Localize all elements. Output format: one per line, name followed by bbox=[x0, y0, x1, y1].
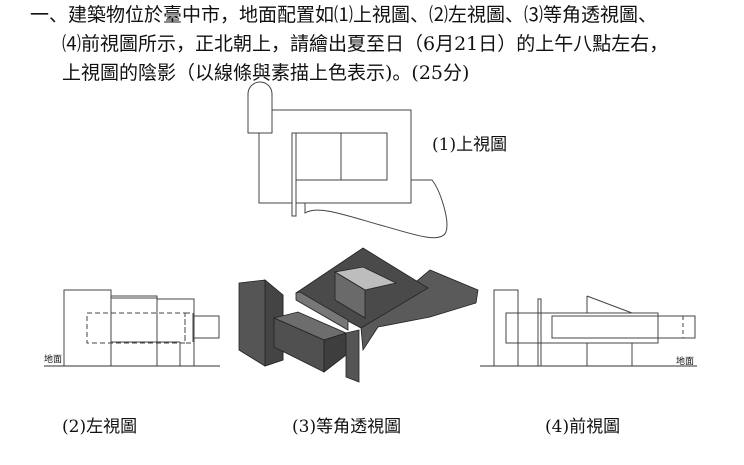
iso-view-drawing bbox=[238, 247, 479, 383]
ground-label-left: 地面 bbox=[44, 355, 63, 365]
iso-view-label: (3)等角透視圖 bbox=[292, 417, 402, 437]
left-view-drawing bbox=[44, 289, 220, 367]
question-line-3: 上視圖的陰影（以線條與素描上色表示)。(25分) bbox=[62, 62, 470, 84]
front-view-label: (4)前視圖 bbox=[545, 417, 621, 437]
question-line-2: ⑷前視圖所示，正北朝上，請繪出夏至日（6月21日）的上午八點左右， bbox=[62, 33, 669, 55]
left-view-label: (2)左視圖 bbox=[62, 417, 138, 437]
ground-label-right: 地面 bbox=[676, 357, 695, 367]
top-view-drawing bbox=[247, 81, 448, 239]
question-line-1: 一、建築物位於臺中市，地面配置如⑴上視圖、⑵左視圖、⑶等角透視圖、 bbox=[30, 4, 658, 26]
top-view-label: (1)上視圖 bbox=[432, 135, 508, 155]
front-view-drawing bbox=[480, 289, 697, 367]
